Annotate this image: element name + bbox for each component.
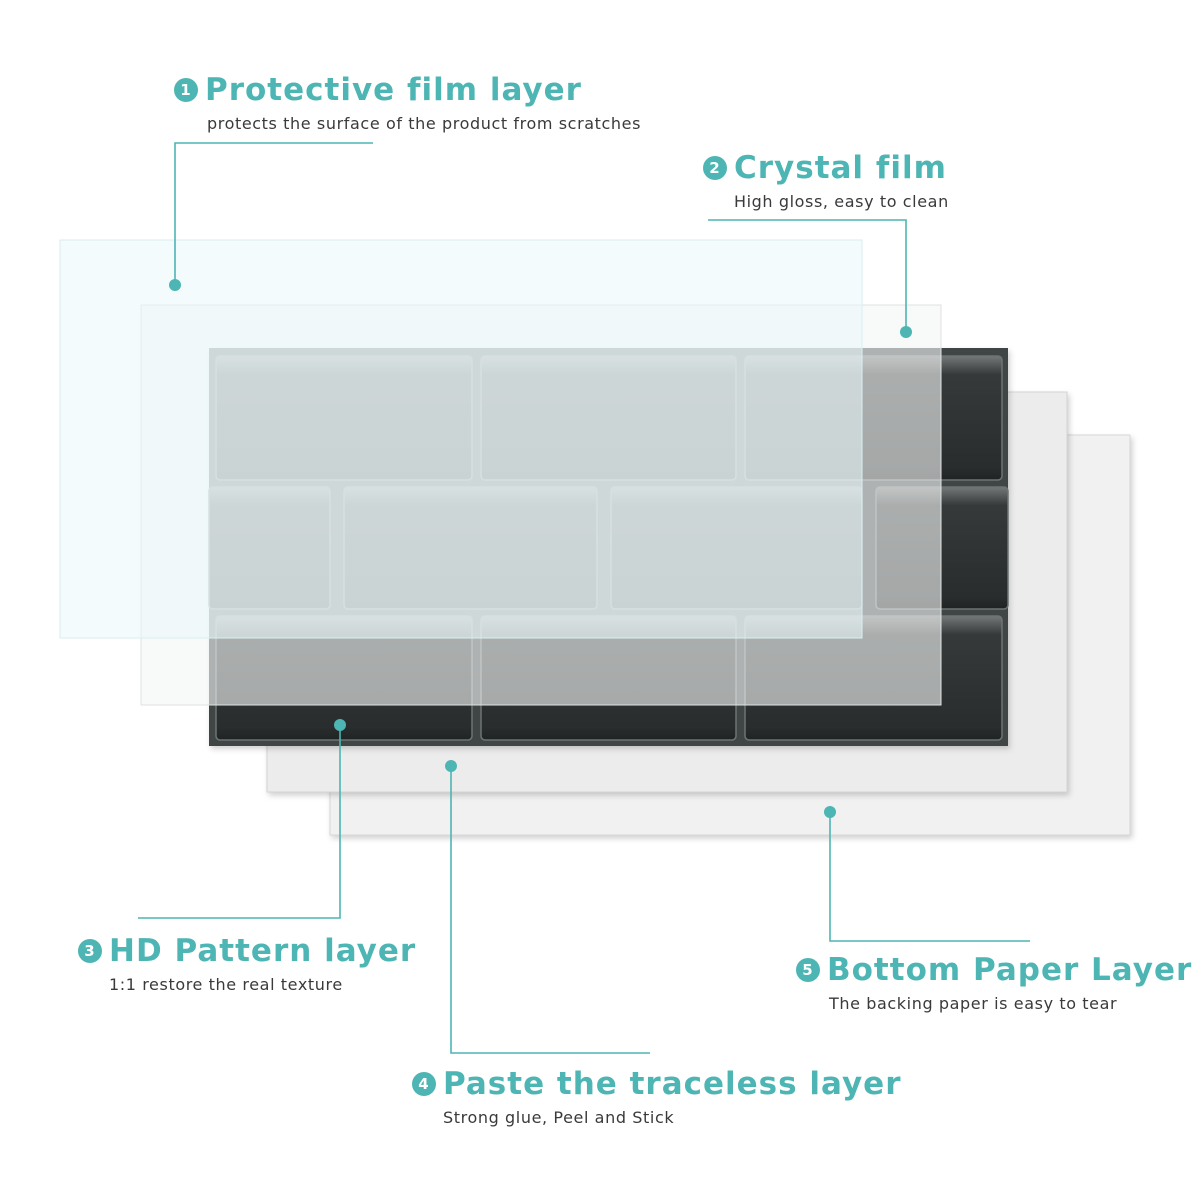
leader-dot-4 bbox=[445, 760, 457, 772]
label-hd-pattern: 3 HD Pattern layer 1:1 restore the real t… bbox=[78, 933, 416, 994]
label-traceless-layer: 4 Paste the traceless layer Strong glue, … bbox=[412, 1066, 902, 1127]
leader-line-3 bbox=[138, 725, 341, 919]
step-5-badge: 5 bbox=[796, 958, 820, 982]
label-bottom-paper: 5 Bottom Paper Layer The backing paper is… bbox=[796, 952, 1192, 1013]
label-title: HD Pattern layer bbox=[109, 933, 417, 969]
label-title: Paste the traceless layer bbox=[443, 1066, 902, 1102]
label-subtitle: protects the surface of the product from… bbox=[207, 114, 642, 133]
label-protective-film: 1 Protective film layer protects the surf… bbox=[174, 72, 641, 133]
step-2-badge: 2 bbox=[703, 156, 727, 180]
leader-line-1 bbox=[174, 142, 373, 285]
label-subtitle: 1:1 restore the real texture bbox=[109, 975, 343, 994]
leader-line-4 bbox=[450, 766, 650, 1054]
label-title: Crystal film bbox=[734, 150, 947, 186]
label-title: Protective film layer bbox=[205, 72, 582, 108]
step-1-badge: 1 bbox=[174, 78, 198, 102]
leader-dot-3 bbox=[334, 719, 346, 731]
leader-dot-2 bbox=[900, 326, 912, 338]
step-3-badge: 3 bbox=[78, 939, 102, 963]
leader-line-5 bbox=[829, 812, 1030, 942]
leader-dot-5 bbox=[824, 806, 836, 818]
label-subtitle: Strong glue, Peel and Stick bbox=[443, 1108, 675, 1127]
protective-film-sheet bbox=[59, 239, 863, 639]
label-crystal-film: 2 Crystal film High gloss, easy to clean bbox=[703, 150, 949, 211]
leader-dot-1 bbox=[169, 279, 181, 291]
step-4-badge: 4 bbox=[412, 1072, 436, 1096]
leader-lines bbox=[138, 142, 1030, 1054]
label-subtitle: The backing paper is easy to tear bbox=[829, 994, 1118, 1013]
label-subtitle: High gloss, easy to clean bbox=[734, 192, 949, 211]
label-title: Bottom Paper Layer bbox=[827, 952, 1193, 988]
leader-line-2 bbox=[708, 219, 907, 332]
